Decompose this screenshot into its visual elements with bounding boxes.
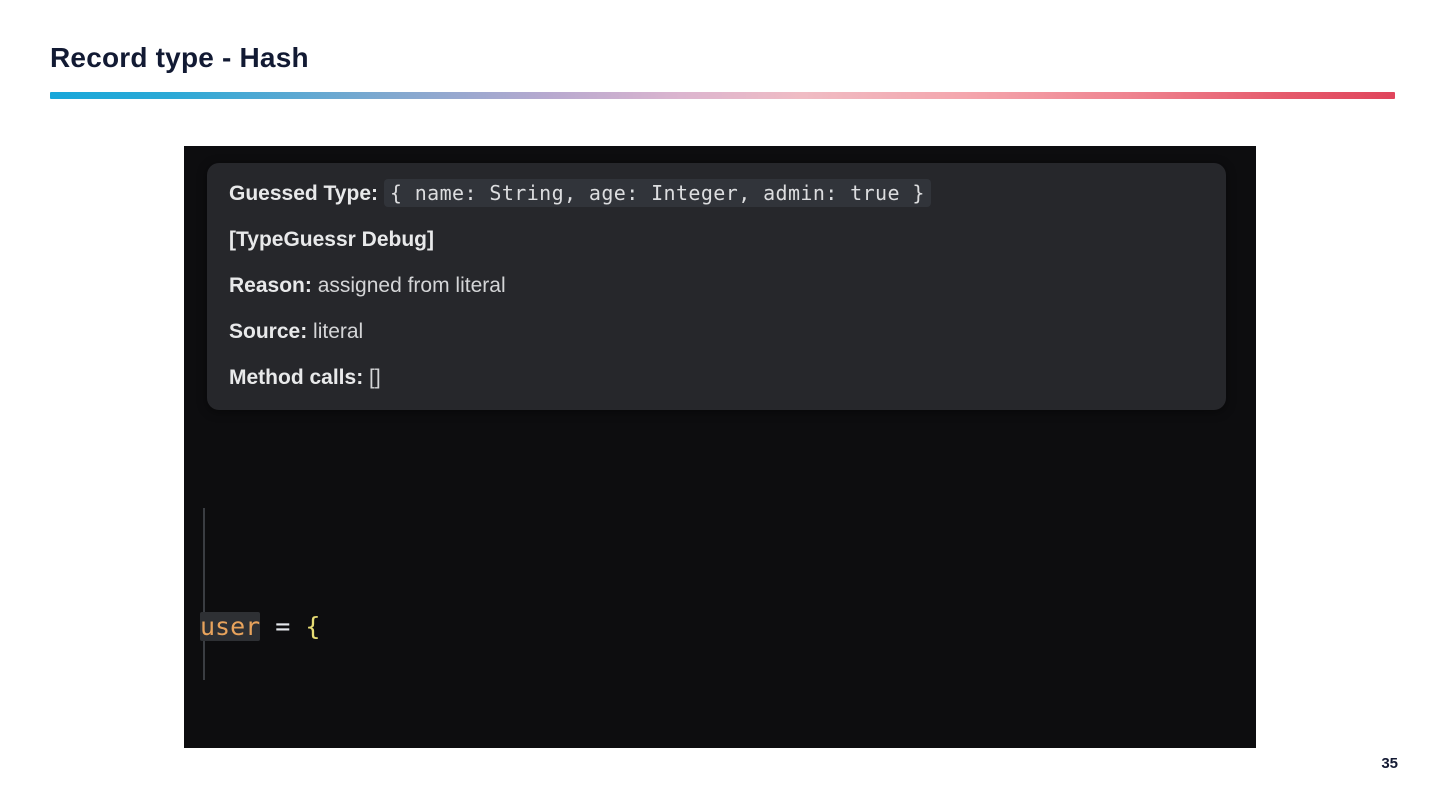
token-open-brace: {	[305, 612, 321, 641]
typeguessr-tooltip: Guessed Type: { name: String, age: Integ…	[207, 163, 1226, 410]
method-calls-value: []	[369, 366, 381, 389]
indent-guide-line	[203, 508, 205, 680]
guessed-type-label: Guessed Type:	[229, 182, 378, 205]
typeguessr-debug-heading: [TypeGuessr Debug]	[229, 228, 434, 251]
tooltip-row-reason: Reason: assigned from literal	[229, 275, 1204, 296]
title-accent-rule	[50, 92, 1395, 99]
tooltip-row-method-calls: Method calls: []	[229, 367, 1204, 388]
reason-label: Reason:	[229, 274, 312, 297]
source-label: Source:	[229, 320, 308, 343]
code-panel: Guessed Type: { name: String, age: Integ…	[184, 146, 1256, 748]
tooltip-row-debug-heading: [TypeGuessr Debug]	[229, 229, 1204, 250]
tooltip-row-source: Source: literal	[229, 321, 1204, 342]
token-variable-user[interactable]: user	[200, 612, 261, 641]
source-code-block[interactable]: user = { name: "Alice", age: 30, admin: …	[200, 476, 471, 748]
source-value: literal	[313, 320, 364, 343]
token-assign-operator: =	[260, 612, 306, 641]
page-title: Record type - Hash	[50, 42, 309, 73]
guessed-type-value: { name: String, age: Integer, admin: tru…	[383, 179, 931, 207]
code-line-1: user = {	[200, 605, 471, 648]
method-calls-label: Method calls:	[229, 366, 364, 389]
tooltip-row-guessed-type: Guessed Type: { name: String, age: Integ…	[229, 179, 1204, 207]
page-number: 35	[1381, 755, 1398, 772]
reason-value: assigned from literal	[317, 274, 506, 297]
